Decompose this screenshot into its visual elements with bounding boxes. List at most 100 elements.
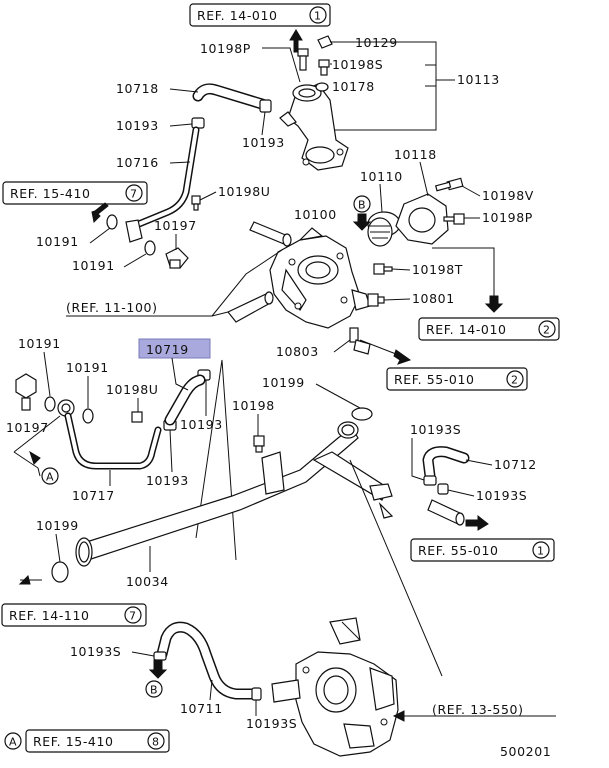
label-10198U-a[interactable]: 10198U xyxy=(218,184,271,199)
clamp-10193S-a xyxy=(423,475,437,486)
water-pipe-10034 xyxy=(75,421,394,567)
label-10110[interactable]: 10110 xyxy=(360,169,403,184)
arrow-to-ref-55-010-1 xyxy=(465,514,489,531)
label-10193-b[interactable]: 10193 xyxy=(242,135,285,150)
ref-box-15-410-8[interactable]: A REF. 15-410 8 xyxy=(4,729,170,753)
cover-10118 xyxy=(395,193,449,245)
label-10718[interactable]: 10718 xyxy=(116,81,159,96)
water-outlet-housing xyxy=(279,83,349,171)
arrow-to-ref-55-010-2 xyxy=(393,349,412,365)
label-10198U-b[interactable]: 10198U xyxy=(106,382,159,397)
arrow-to-marker-a-mid xyxy=(29,450,41,465)
label-10199-a[interactable]: 10199 xyxy=(262,375,305,390)
marker-b-bottom[interactable]: B xyxy=(145,659,168,698)
label-10197-b[interactable]: 10197 xyxy=(6,420,49,435)
sensor-10801 xyxy=(367,293,385,307)
label-10199-b[interactable]: 10199 xyxy=(36,518,79,533)
label-10100[interactable]: 10100 xyxy=(294,207,337,222)
ref-box-55-010-1[interactable]: REF. 55-010 1 xyxy=(410,538,555,562)
ref-box-14-010-2[interactable]: REF. 14-010 2 xyxy=(418,317,560,341)
gasket-10199-b xyxy=(51,561,69,583)
ref-text: REF. 15-410 xyxy=(10,186,91,201)
ref-11-100-label[interactable]: (REF. 11-100) xyxy=(66,300,158,315)
washer-10191-a xyxy=(106,214,118,230)
label-10198S[interactable]: 10198S xyxy=(332,57,383,72)
ref-text: REF. 55-010 xyxy=(394,372,475,387)
ref-box-14-010-1[interactable]: REF. 14-010 1 xyxy=(189,3,331,27)
bolt-10198P-top xyxy=(297,48,309,71)
label-10118[interactable]: 10118 xyxy=(394,147,437,162)
marker-a-mid[interactable]: A xyxy=(41,467,59,485)
ref-text: REF. 14-010 xyxy=(426,322,507,337)
label-10034[interactable]: 10034 xyxy=(126,574,169,589)
ref-55-010-2-line xyxy=(359,339,397,355)
label-10197-a[interactable]: 10197 xyxy=(154,218,197,233)
label-10198P[interactable]: 10198P xyxy=(200,41,251,56)
label-10113[interactable]: 10113 xyxy=(457,72,500,87)
ref-box-15-410-7[interactable]: REF. 15-410 7 xyxy=(2,181,148,205)
label-10178[interactable]: 10178 xyxy=(332,79,375,94)
hose-10712 xyxy=(422,446,470,482)
clamp-10193-a xyxy=(191,117,205,129)
label-10716[interactable]: 10716 xyxy=(116,155,159,170)
clamp-10193S-d xyxy=(251,687,262,701)
label-10193-d[interactable]: 10193 xyxy=(146,473,189,488)
marker-a-text: A xyxy=(46,471,54,484)
ref-num: 7 xyxy=(130,188,138,201)
arrow-to-ref-14-110-7 xyxy=(18,575,31,585)
label-10198[interactable]: 10198 xyxy=(232,398,275,413)
label-10191-a[interactable]: 10191 xyxy=(36,234,79,249)
label-10129[interactable]: 10129 xyxy=(355,35,398,50)
thermostat-10110 xyxy=(367,211,401,247)
bolt-10198S-top xyxy=(318,59,330,76)
label-10193-a[interactable]: 10193 xyxy=(116,118,159,133)
label-10198P-b[interactable]: 10198P xyxy=(482,210,533,225)
clamp-10193S-c xyxy=(153,651,167,661)
washer-10191-b xyxy=(144,240,156,256)
ref-num: 8 xyxy=(152,736,160,749)
ref-num: 1 xyxy=(537,545,545,558)
bolt-10198 xyxy=(253,435,265,453)
washer-10191-d xyxy=(82,408,94,424)
label-10193S-c[interactable]: 10193S xyxy=(70,644,121,659)
label-10717[interactable]: 10717 xyxy=(72,488,115,503)
ref-num: 1 xyxy=(314,10,322,23)
ref-13-550-label[interactable]: (REF. 13-550) xyxy=(432,702,524,717)
pipe-stub-top xyxy=(249,221,292,247)
label-10719-highlight[interactable]: 10719 xyxy=(138,338,211,359)
marker-a-text: A xyxy=(9,736,17,749)
label-10191-d[interactable]: 10191 xyxy=(66,360,109,375)
label-10803[interactable]: 10803 xyxy=(276,344,319,359)
label-10801[interactable]: 10801 xyxy=(412,291,455,306)
label-10191-c[interactable]: 10191 xyxy=(18,336,61,351)
marker-b-top[interactable]: B xyxy=(352,195,372,231)
label-10711[interactable]: 10711 xyxy=(180,701,223,716)
ref-text: REF. 14-010 xyxy=(197,8,278,23)
bolt-10198T xyxy=(373,263,393,275)
ref-box-55-010-2[interactable]: REF. 55-010 2 xyxy=(386,367,528,391)
hose-10711 xyxy=(156,621,260,700)
ref-num: 2 xyxy=(543,324,551,337)
ref-box-14-110-7[interactable]: REF. 14-110 7 xyxy=(1,603,147,627)
label-10193S-a[interactable]: 10193S xyxy=(410,422,461,437)
ref-num: 2 xyxy=(511,374,519,387)
label-10193-c[interactable]: 10193 xyxy=(180,417,223,432)
bolt-10198P-b xyxy=(443,213,465,225)
label-10198V[interactable]: 10198V xyxy=(482,188,534,203)
arrow-to-ref-14-010-1 xyxy=(289,29,303,53)
sensor-10129 xyxy=(317,35,333,49)
ref-14-010-2-line xyxy=(432,247,495,296)
label-10193S-b[interactable]: 10193S xyxy=(476,488,527,503)
diagram-number: 500201 xyxy=(500,744,551,759)
arrow-to-ref-15-410-7 xyxy=(91,202,109,224)
pipe-stub-left xyxy=(227,291,274,323)
label-10198T[interactable]: 10198T xyxy=(412,262,463,277)
gasket-10178 xyxy=(315,82,329,92)
ref-num: 7 xyxy=(129,610,137,623)
label-10193S-d[interactable]: 10193S xyxy=(246,716,297,731)
label-10712[interactable]: 10712 xyxy=(494,457,537,472)
pipe-10716 xyxy=(125,126,200,243)
label-10191-b[interactable]: 10191 xyxy=(72,258,115,273)
gasket-10199-a xyxy=(351,407,373,421)
